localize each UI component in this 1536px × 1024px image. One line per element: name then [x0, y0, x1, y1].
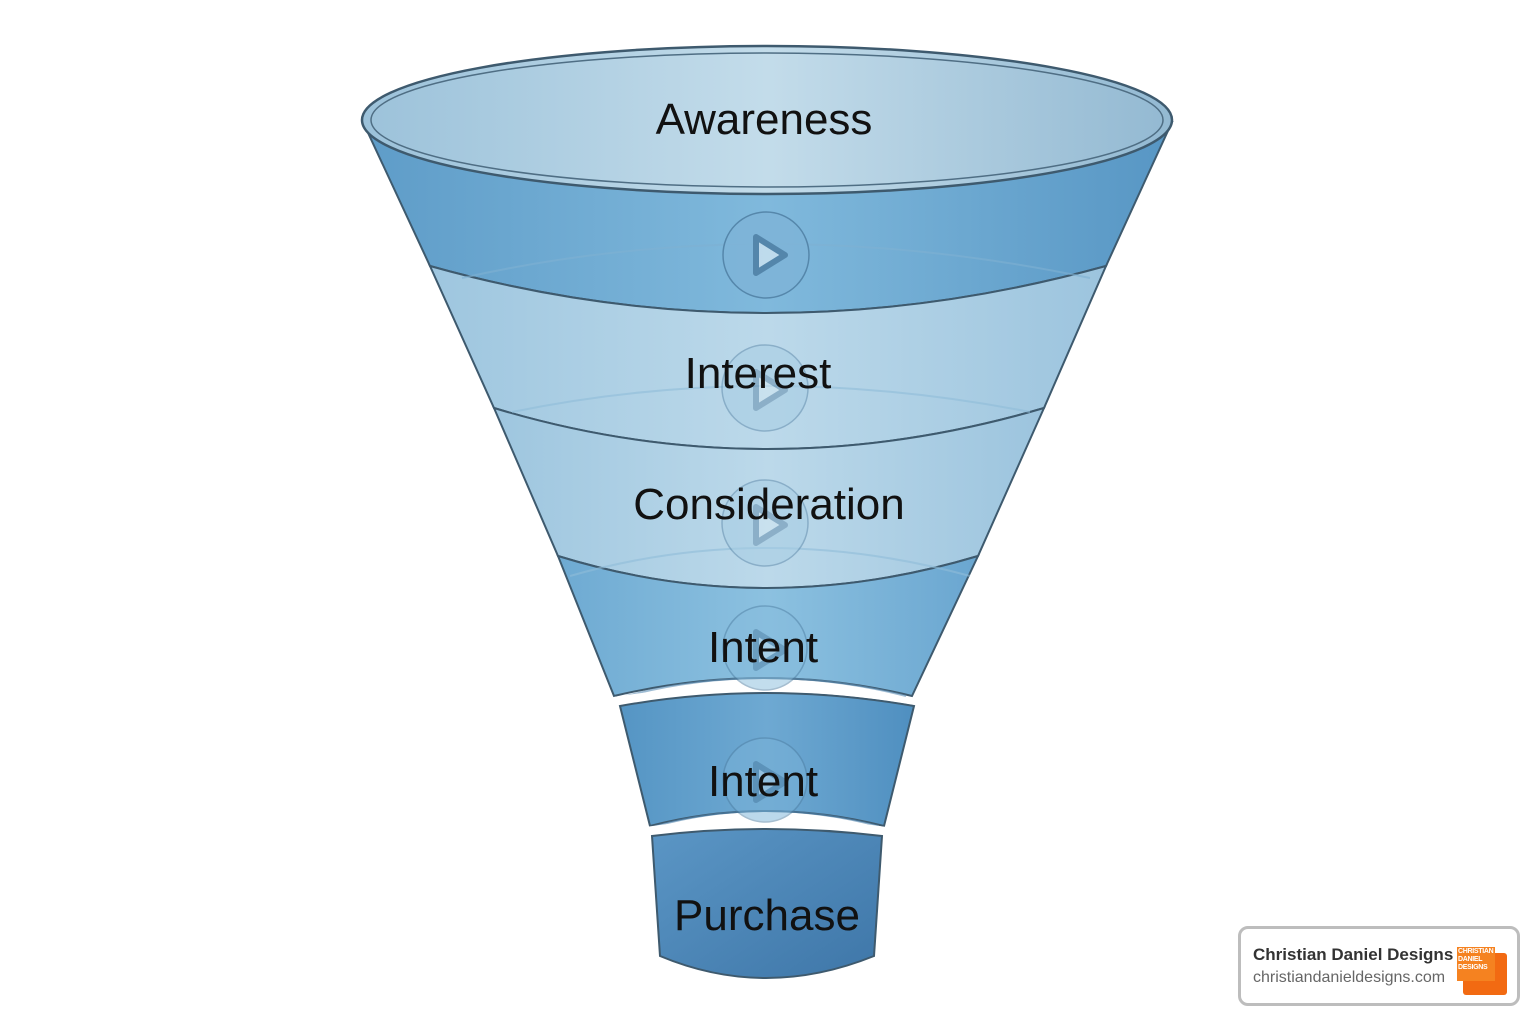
stage-label-intent-1: Intent — [708, 623, 818, 672]
brand-name: Christian Daniel Designs — [1253, 945, 1454, 964]
play-icon — [721, 344, 809, 432]
play-icon — [722, 605, 808, 691]
play-icon — [721, 479, 809, 567]
stage-label-consideration: Consideration — [633, 480, 905, 529]
play-icon — [722, 737, 808, 823]
brand-logo-text: CHRISTIAN DANIEL DESIGNS — [1458, 948, 1494, 971]
stage-label-intent-2: Intent — [708, 757, 818, 806]
brand-url[interactable]: christiandanieldesigns.com — [1253, 969, 1446, 986]
stage-label-interest: Interest — [685, 349, 832, 398]
funnel-band-purchase — [650, 828, 884, 979]
funnel-rim — [360, 44, 1174, 196]
brand-badge[interactable]: Christian Daniel Designs christiandaniel… — [1238, 926, 1520, 1006]
brand-logo-icon: CHRISTIAN DANIEL DESIGNS — [1457, 947, 1507, 995]
stage-label-awareness: Awareness — [656, 95, 873, 144]
stage-label-purchase: Purchase — [674, 891, 860, 940]
play-icon — [722, 211, 810, 299]
